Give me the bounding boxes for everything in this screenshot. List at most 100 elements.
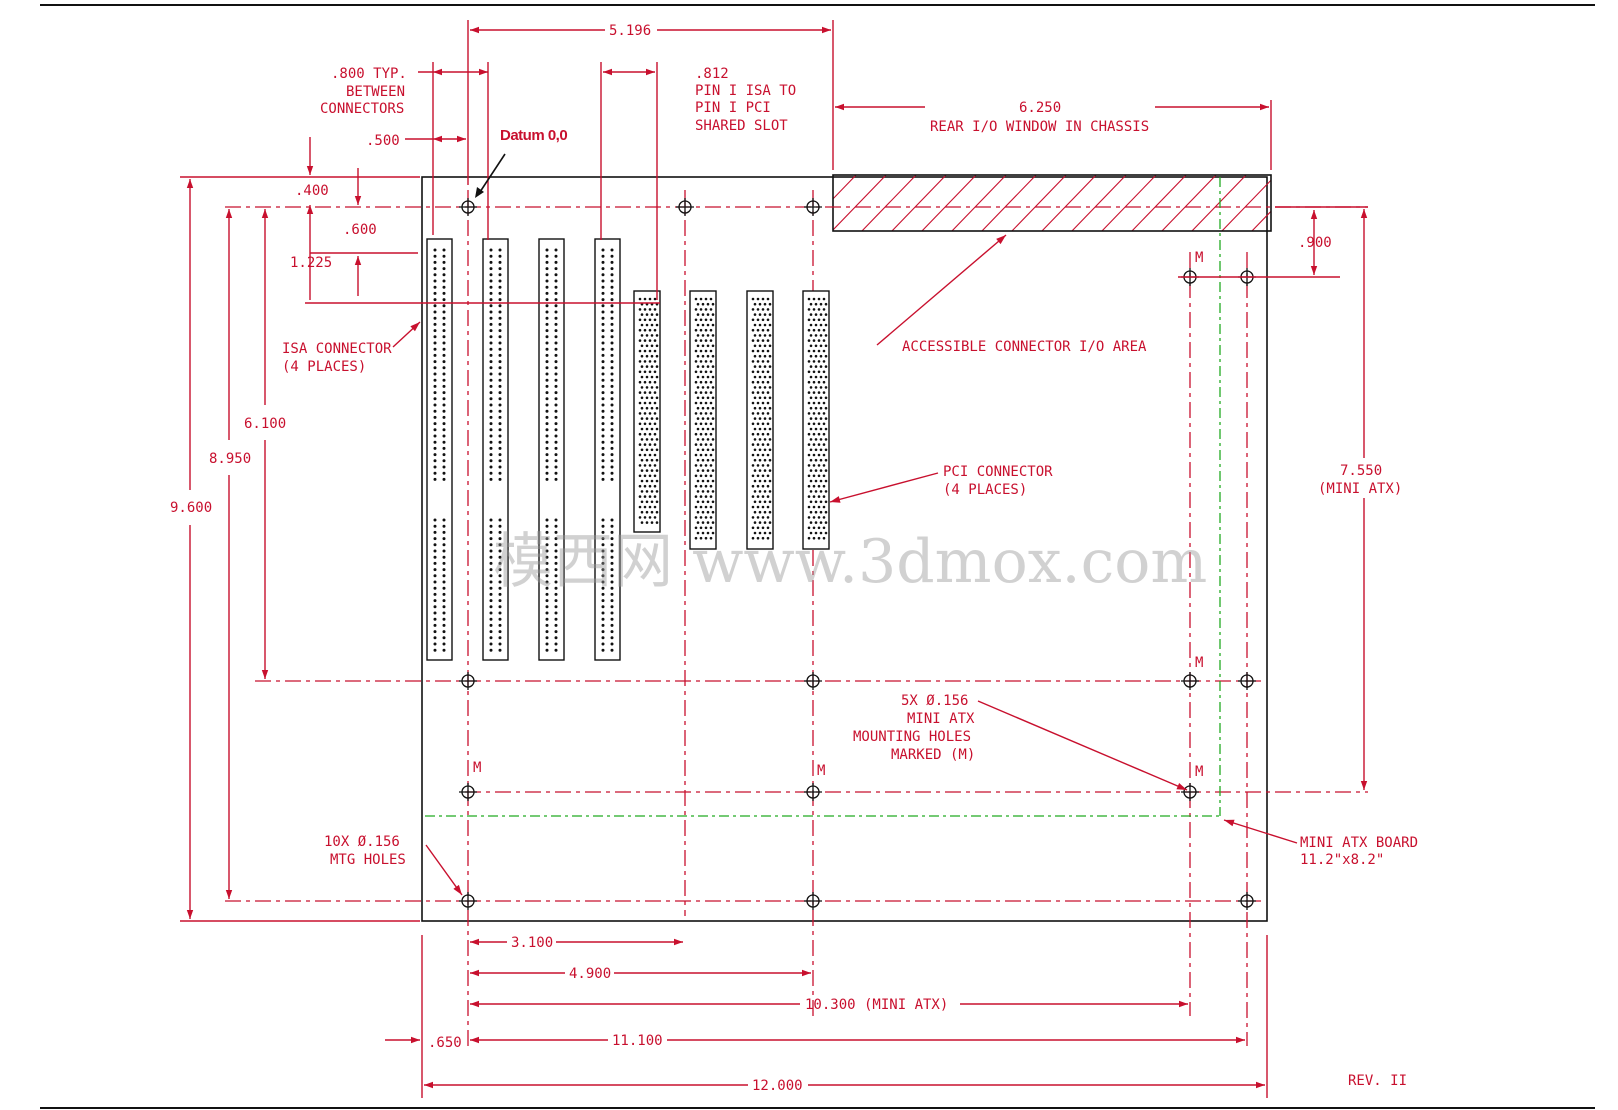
arrowhead (354, 196, 362, 205)
arrowhead (835, 103, 844, 111)
dimension-6100: 6.100 (244, 209, 286, 679)
arrowhead (306, 166, 314, 175)
isa-connector-callout: ISA CONNECTOR (4 PLACES) (282, 321, 421, 375)
arrowhead (1310, 210, 1318, 219)
mounting-hole (459, 672, 477, 690)
leader-arrowhead (830, 496, 841, 503)
dim-400-label: .400 (295, 183, 329, 199)
arrowhead (1256, 1081, 1265, 1089)
rear-io-window (832, 174, 1272, 232)
typ-800-line2: BETWEEN (346, 84, 405, 100)
pin-line2: PIN I PCI (695, 100, 771, 116)
pci-label-line1: PCI CONNECTOR (943, 464, 1053, 480)
mounting-hole (804, 892, 822, 910)
datum-callout: Datum 0,0 (475, 127, 568, 198)
arrowhead (261, 670, 269, 679)
leader-arrowhead (410, 322, 420, 332)
isa-connector (482, 238, 509, 661)
dimension-500: .500 (366, 133, 466, 149)
pci-connectors (633, 290, 830, 550)
arrowhead (470, 1036, 479, 1044)
mounting-hole (804, 198, 822, 216)
arrowhead (479, 68, 488, 76)
arrowhead (1310, 266, 1318, 275)
typ-800-line3: CONNECTORS (320, 101, 404, 117)
mini-atx-board-outline (425, 177, 1222, 817)
dimension-4900: 4.900 (470, 966, 811, 982)
arrowhead (1360, 209, 1368, 218)
io-area-callout: ACCESSIBLE CONNECTOR I/O AREA (876, 234, 1147, 355)
mounting-hole (459, 783, 477, 801)
dimension-5196: 5.196 (467, 20, 834, 185)
isa-connector (594, 238, 621, 661)
m-marker: M (1195, 250, 1203, 266)
m-marker: M (1195, 764, 1203, 780)
pci-connector (802, 290, 830, 550)
dim-7550-label: 7.550 (1340, 463, 1382, 479)
arrowhead (646, 68, 655, 76)
arrowhead (261, 209, 269, 218)
mounting-hole (676, 198, 694, 216)
m-marker: M (1195, 655, 1203, 671)
pin-line1: PIN I ISA TO (695, 83, 796, 99)
isa-connector (538, 238, 565, 661)
mounting-hole (1238, 892, 1256, 910)
board-line2: 11.2"x8.2" (1300, 852, 1384, 868)
arrowhead (470, 26, 479, 34)
dimension-9600: 9.600 (170, 179, 420, 922)
dim-650-label: .650 (428, 1035, 462, 1051)
arrowhead (225, 890, 233, 899)
centre-lines (225, 190, 1368, 1046)
watermark: 模西网 www.3dmox.com (493, 527, 1207, 597)
arrowhead (1236, 1036, 1245, 1044)
leader-arrowhead (996, 235, 1006, 245)
mounting-hole (1181, 672, 1199, 690)
pci-connector-callout: PCI CONNECTOR (4 PLACES) (829, 464, 1053, 503)
arrowhead (186, 910, 194, 919)
arrowhead (470, 938, 479, 946)
mtg-holes-callout: 10X Ø.156 MTG HOLES (324, 834, 463, 896)
arrowhead (822, 26, 831, 34)
dimension-11100: 11.100 (470, 1033, 1245, 1049)
isa-connector (426, 238, 453, 661)
arrowhead (433, 135, 442, 143)
typ-800-line1: .800 TYP. (331, 66, 407, 82)
mh-line3: MOUNTING HOLES (853, 729, 971, 745)
dimension-8950: 8.950 (209, 209, 251, 899)
dimension-12000: 12.000 (424, 935, 1268, 1098)
isa-label-line1: ISA CONNECTOR (282, 341, 392, 357)
mini-atx-holes-callout: 5X Ø.156 MINI ATX MOUNTING HOLES MARKED … (853, 693, 1188, 791)
dim-10300-label: 10.300 (MINI ATX) (805, 997, 948, 1013)
leader-arrowhead (1224, 819, 1235, 827)
dimension-650: .650 (385, 935, 462, 1098)
dimension-arrowheads (186, 26, 1368, 1089)
dimension-1225: 1.225 (290, 205, 660, 304)
mounting-hole (459, 892, 477, 910)
arrowhead (470, 1000, 479, 1008)
mounting-hole (459, 198, 477, 216)
arrowhead (1360, 781, 1368, 790)
rear-io-label: REAR I/O WINDOW IN CHASSIS (930, 119, 1149, 135)
dimension-600: .600 (343, 222, 377, 296)
dim-3100-label: 3.100 (511, 935, 553, 951)
dim-812-label: .812 (695, 66, 729, 82)
dim-4900-label: 4.900 (569, 966, 611, 982)
mounting-hole (804, 783, 822, 801)
arrowhead (411, 1036, 420, 1044)
leader-arrowhead (453, 884, 462, 895)
arrowhead (424, 1081, 433, 1089)
arrowhead (1260, 103, 1269, 111)
dim-5196-label: 5.196 (609, 23, 651, 39)
dim-8950-label: 8.950 (209, 451, 251, 467)
dim-11100-label: 11.100 (612, 1033, 663, 1049)
arrowhead (354, 256, 362, 265)
mounting-hole (1181, 783, 1199, 801)
mini-atx-board-callout: MINI ATX BOARD 11.2"x8.2" (1223, 819, 1418, 868)
pci-connector (689, 290, 717, 550)
dimension-7550: 7.550 (MINI ATX) (1318, 209, 1402, 790)
arrowhead (186, 179, 194, 188)
dim-12000-label: 12.000 (752, 1078, 803, 1094)
arrowhead (1179, 1000, 1188, 1008)
dimension-800-typ: .800 TYP. BETWEEN CONNECTORS (320, 62, 489, 240)
